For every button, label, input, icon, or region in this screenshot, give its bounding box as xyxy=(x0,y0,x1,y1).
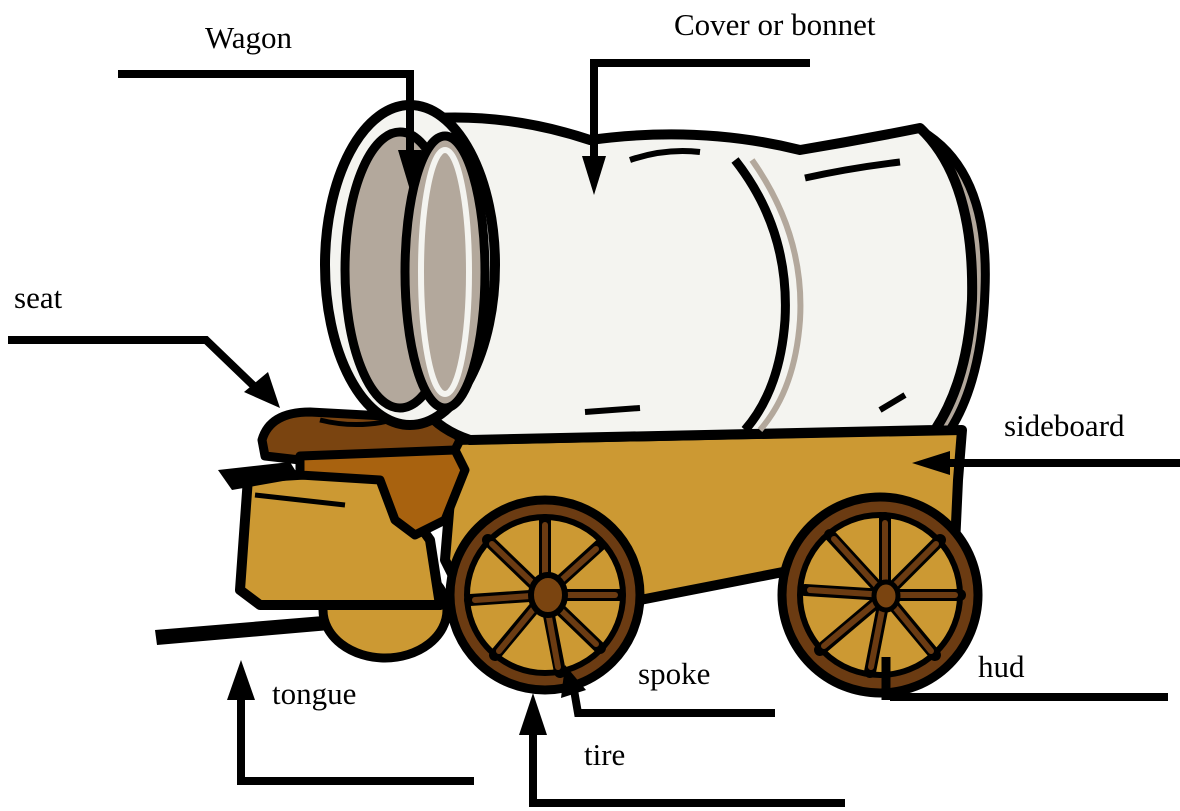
label-hud: hud xyxy=(978,649,1025,684)
label-tongue: tongue xyxy=(272,676,356,711)
label-sideboard: sideboard xyxy=(1004,408,1125,443)
wagon-illustration xyxy=(155,105,985,693)
front-wheel xyxy=(450,500,640,690)
label-seat: seat xyxy=(14,280,63,315)
label-tire: tire xyxy=(584,737,625,772)
seat-leader-arrow xyxy=(8,340,280,408)
label-cover-or-bonnet: Cover or bonnet xyxy=(674,7,876,42)
back-wheel xyxy=(782,497,978,693)
label-spoke: spoke xyxy=(638,656,710,691)
cover-bonnet xyxy=(325,105,985,440)
label-wagon: Wagon xyxy=(205,20,293,55)
